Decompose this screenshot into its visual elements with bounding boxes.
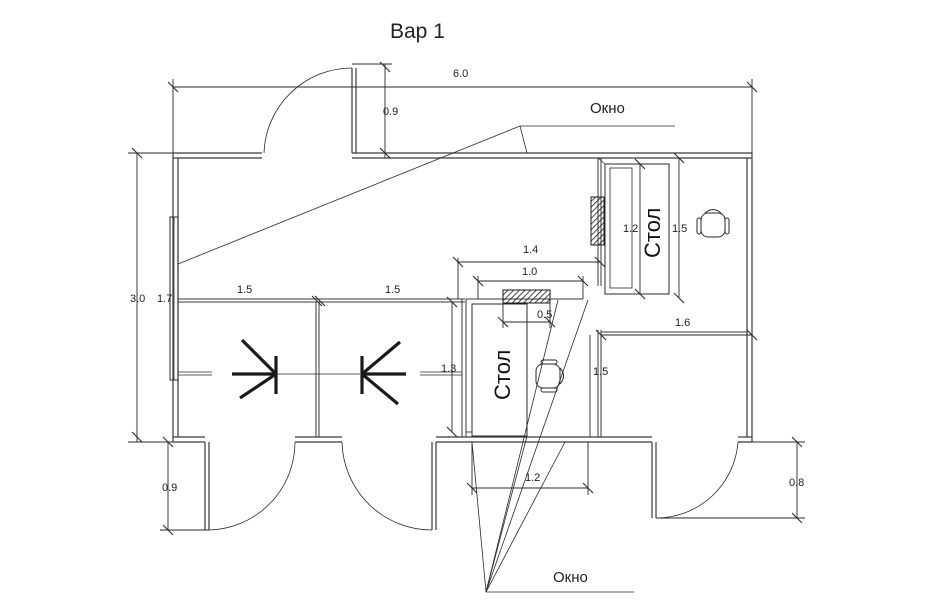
dim-door-bottom-left: 0.9 [162, 482, 177, 494]
dimension-lines [128, 61, 805, 536]
dim-table-zone: 1.4 [523, 244, 538, 256]
dim-room-mid-width: 1.5 [385, 284, 400, 296]
turnstile-right-icon [360, 340, 406, 406]
center-screen [502, 289, 551, 304]
chair-icon [696, 209, 730, 238]
door-bottom-middle [341, 441, 437, 531]
right-screen [590, 196, 605, 246]
dim-overall-width: 6.0 [453, 68, 468, 80]
dim-window-bottom: 1.2 [525, 472, 540, 484]
center-table [466, 303, 528, 437]
window-left [169, 216, 179, 381]
plan-title: Вар 1 [390, 20, 445, 43]
dim-screen-width: 0.5 [537, 309, 552, 321]
dim-right-table-length: 1.2 [623, 223, 638, 235]
dim-table-width: 1.0 [522, 266, 537, 278]
dim-door-top: 0.9 [383, 106, 398, 118]
dim-right-room-height: 1.5 [593, 366, 608, 378]
door-top [263, 67, 357, 154]
interior-partitions [178, 158, 747, 437]
right-table [597, 157, 670, 295]
dim-door-bottom-right: 0.8 [789, 477, 804, 489]
door-bottom-right [651, 441, 739, 519]
window-bottom-label: Окно [553, 569, 588, 586]
dim-overall-height: 3.0 [130, 293, 145, 305]
window-top-label: Окно [590, 100, 625, 117]
dim-right-room-width: 1.6 [675, 317, 690, 329]
door-bottom-left [204, 441, 296, 531]
view-lines-bottom [471, 299, 634, 593]
dim-window-left: 1.7 [157, 293, 172, 305]
view-lines-top [177, 125, 675, 265]
right-table-label: Стол [640, 208, 665, 258]
chair-icon [535, 359, 564, 393]
dim-room-left-width: 1.5 [237, 284, 252, 296]
dim-stand-height: 1.3 [441, 363, 456, 375]
center-table-label: Стол [490, 350, 515, 400]
dim-right-room-depth: 1.5 [672, 223, 687, 235]
turnstile-left-icon [232, 338, 360, 400]
